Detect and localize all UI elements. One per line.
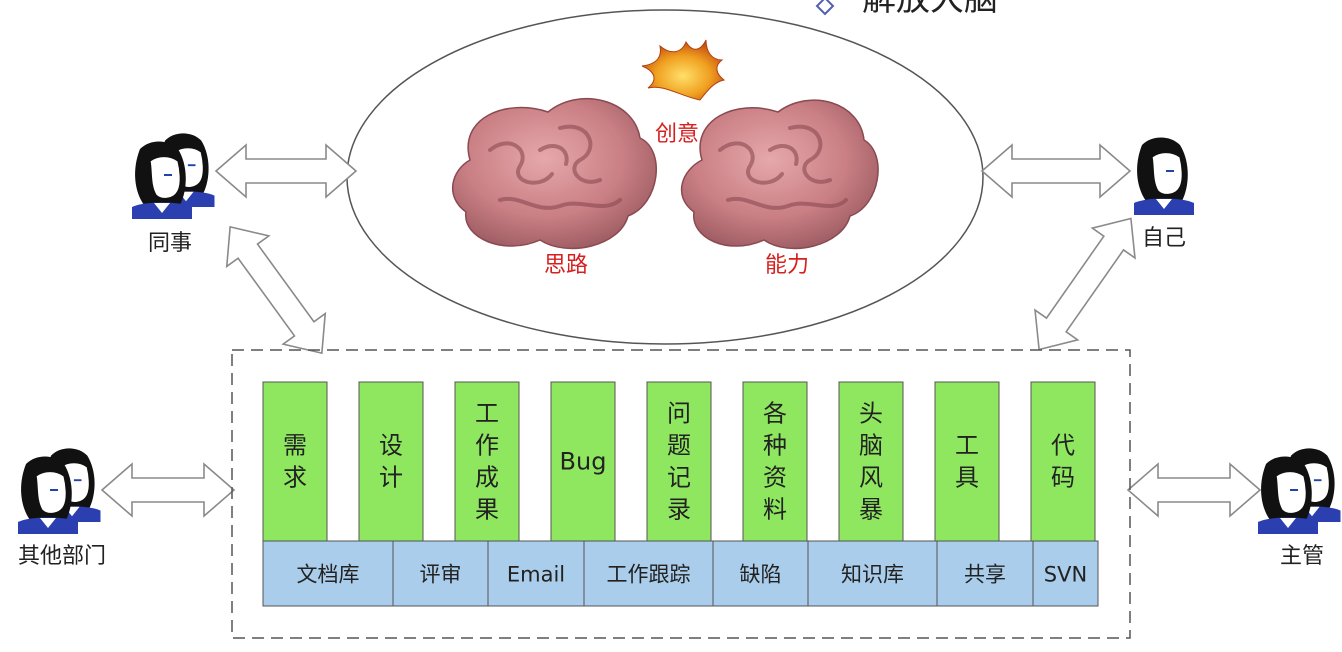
tool-item: 缺陷 xyxy=(712,540,809,607)
colleague-avatar-icon xyxy=(132,133,215,219)
supervisor-label: 主管 xyxy=(1280,544,1324,569)
self-label: 自己 xyxy=(1142,226,1186,251)
tool-item: 共享 xyxy=(936,540,1034,607)
other-departments-label: 其他部门 xyxy=(18,544,106,569)
content-item-box xyxy=(838,381,904,542)
content-columns: 需求 设计 工作成果 Bug 问题记录 各种资料 头脑风暴 工具 代码 xyxy=(262,381,1096,542)
ellipse-to-self-arrow xyxy=(980,143,1132,199)
content-item-box xyxy=(1030,381,1096,542)
content-item-box xyxy=(742,381,808,542)
content-item-label: 需求 xyxy=(283,432,307,492)
content-item-label: 工作成果 xyxy=(475,400,499,524)
content-item-label: 各种资料 xyxy=(763,400,787,524)
content-item: 设计 xyxy=(358,381,424,542)
other-departments-avatar-icon xyxy=(18,448,101,534)
tool-item: 文档库 xyxy=(262,540,394,607)
colleague-to-board-arrow xyxy=(225,225,327,355)
tool-item: Email xyxy=(487,540,585,607)
other-departments-to-board-arrow xyxy=(100,462,236,518)
board-to-supervisor-arrow xyxy=(1126,462,1262,518)
content-item-label: 工具 xyxy=(955,432,979,492)
content-item-label: 问题记录 xyxy=(667,400,691,524)
content-item: 头脑风暴 xyxy=(838,381,904,542)
title-bullet-icon xyxy=(815,0,835,16)
tool-item: 评审 xyxy=(392,540,489,607)
tool-item-box xyxy=(583,540,714,607)
content-item-label: 代码 xyxy=(1051,432,1075,492)
content-item: 各种资料 xyxy=(742,381,808,542)
tool-item-label: 工作跟踪 xyxy=(607,563,691,587)
content-item: 工具 xyxy=(934,381,1000,542)
content-item-box xyxy=(358,381,424,542)
tool-item-label: 评审 xyxy=(420,563,462,587)
fire-icon xyxy=(640,39,726,101)
tool-item-label: 文档库 xyxy=(297,563,360,587)
ability-label: 能力 xyxy=(765,253,809,278)
tool-item-label: 共享 xyxy=(964,563,1006,587)
tool-item-label: 缺陷 xyxy=(740,563,782,587)
knowledge-board xyxy=(231,349,1131,639)
tool-item-label: SVN xyxy=(1044,563,1087,587)
tool-item-label: Email xyxy=(507,563,565,587)
content-item-label: 头脑风暴 xyxy=(859,400,883,524)
colleague-label: 同事 xyxy=(148,231,192,256)
content-item-box xyxy=(934,381,1000,542)
left-brain-icon xyxy=(451,97,657,250)
tool-item-box xyxy=(807,540,938,607)
content-item: 问题记录 xyxy=(646,381,712,542)
self-to-board-arrow xyxy=(1034,217,1136,351)
tool-item-box xyxy=(1032,540,1099,607)
tool-item-box xyxy=(487,540,585,607)
content-item-label: 设计 xyxy=(379,432,403,492)
right-brain-icon xyxy=(680,99,879,250)
supervisor-avatar-icon xyxy=(1258,448,1341,534)
thinking-label: 思路 xyxy=(544,253,588,278)
content-item-box xyxy=(646,381,712,542)
tool-item: 知识库 xyxy=(807,540,938,607)
content-item-box xyxy=(262,381,328,542)
tools-bar: 文档库 评审 Email 工作跟踪 缺陷 知识库 共享 SVN xyxy=(262,540,1099,607)
content-item-box xyxy=(550,381,616,542)
tool-item-box xyxy=(392,540,489,607)
content-item: 代码 xyxy=(1030,381,1096,542)
colleague-to-ellipse-arrow xyxy=(214,143,358,199)
content-item-box xyxy=(454,381,520,542)
content-item: 需求 xyxy=(262,381,328,542)
tool-item: 工作跟踪 xyxy=(583,540,714,607)
content-item-label: Bug xyxy=(560,448,607,476)
tool-item-label: 知识库 xyxy=(841,563,904,587)
tool-item: SVN xyxy=(1032,540,1099,607)
content-item: 工作成果 xyxy=(454,381,520,542)
page-title: 解放大脑 xyxy=(862,0,998,19)
self-avatar-icon xyxy=(1133,136,1195,216)
creativity-label: 创意 xyxy=(655,122,699,147)
content-item: Bug xyxy=(550,381,616,542)
